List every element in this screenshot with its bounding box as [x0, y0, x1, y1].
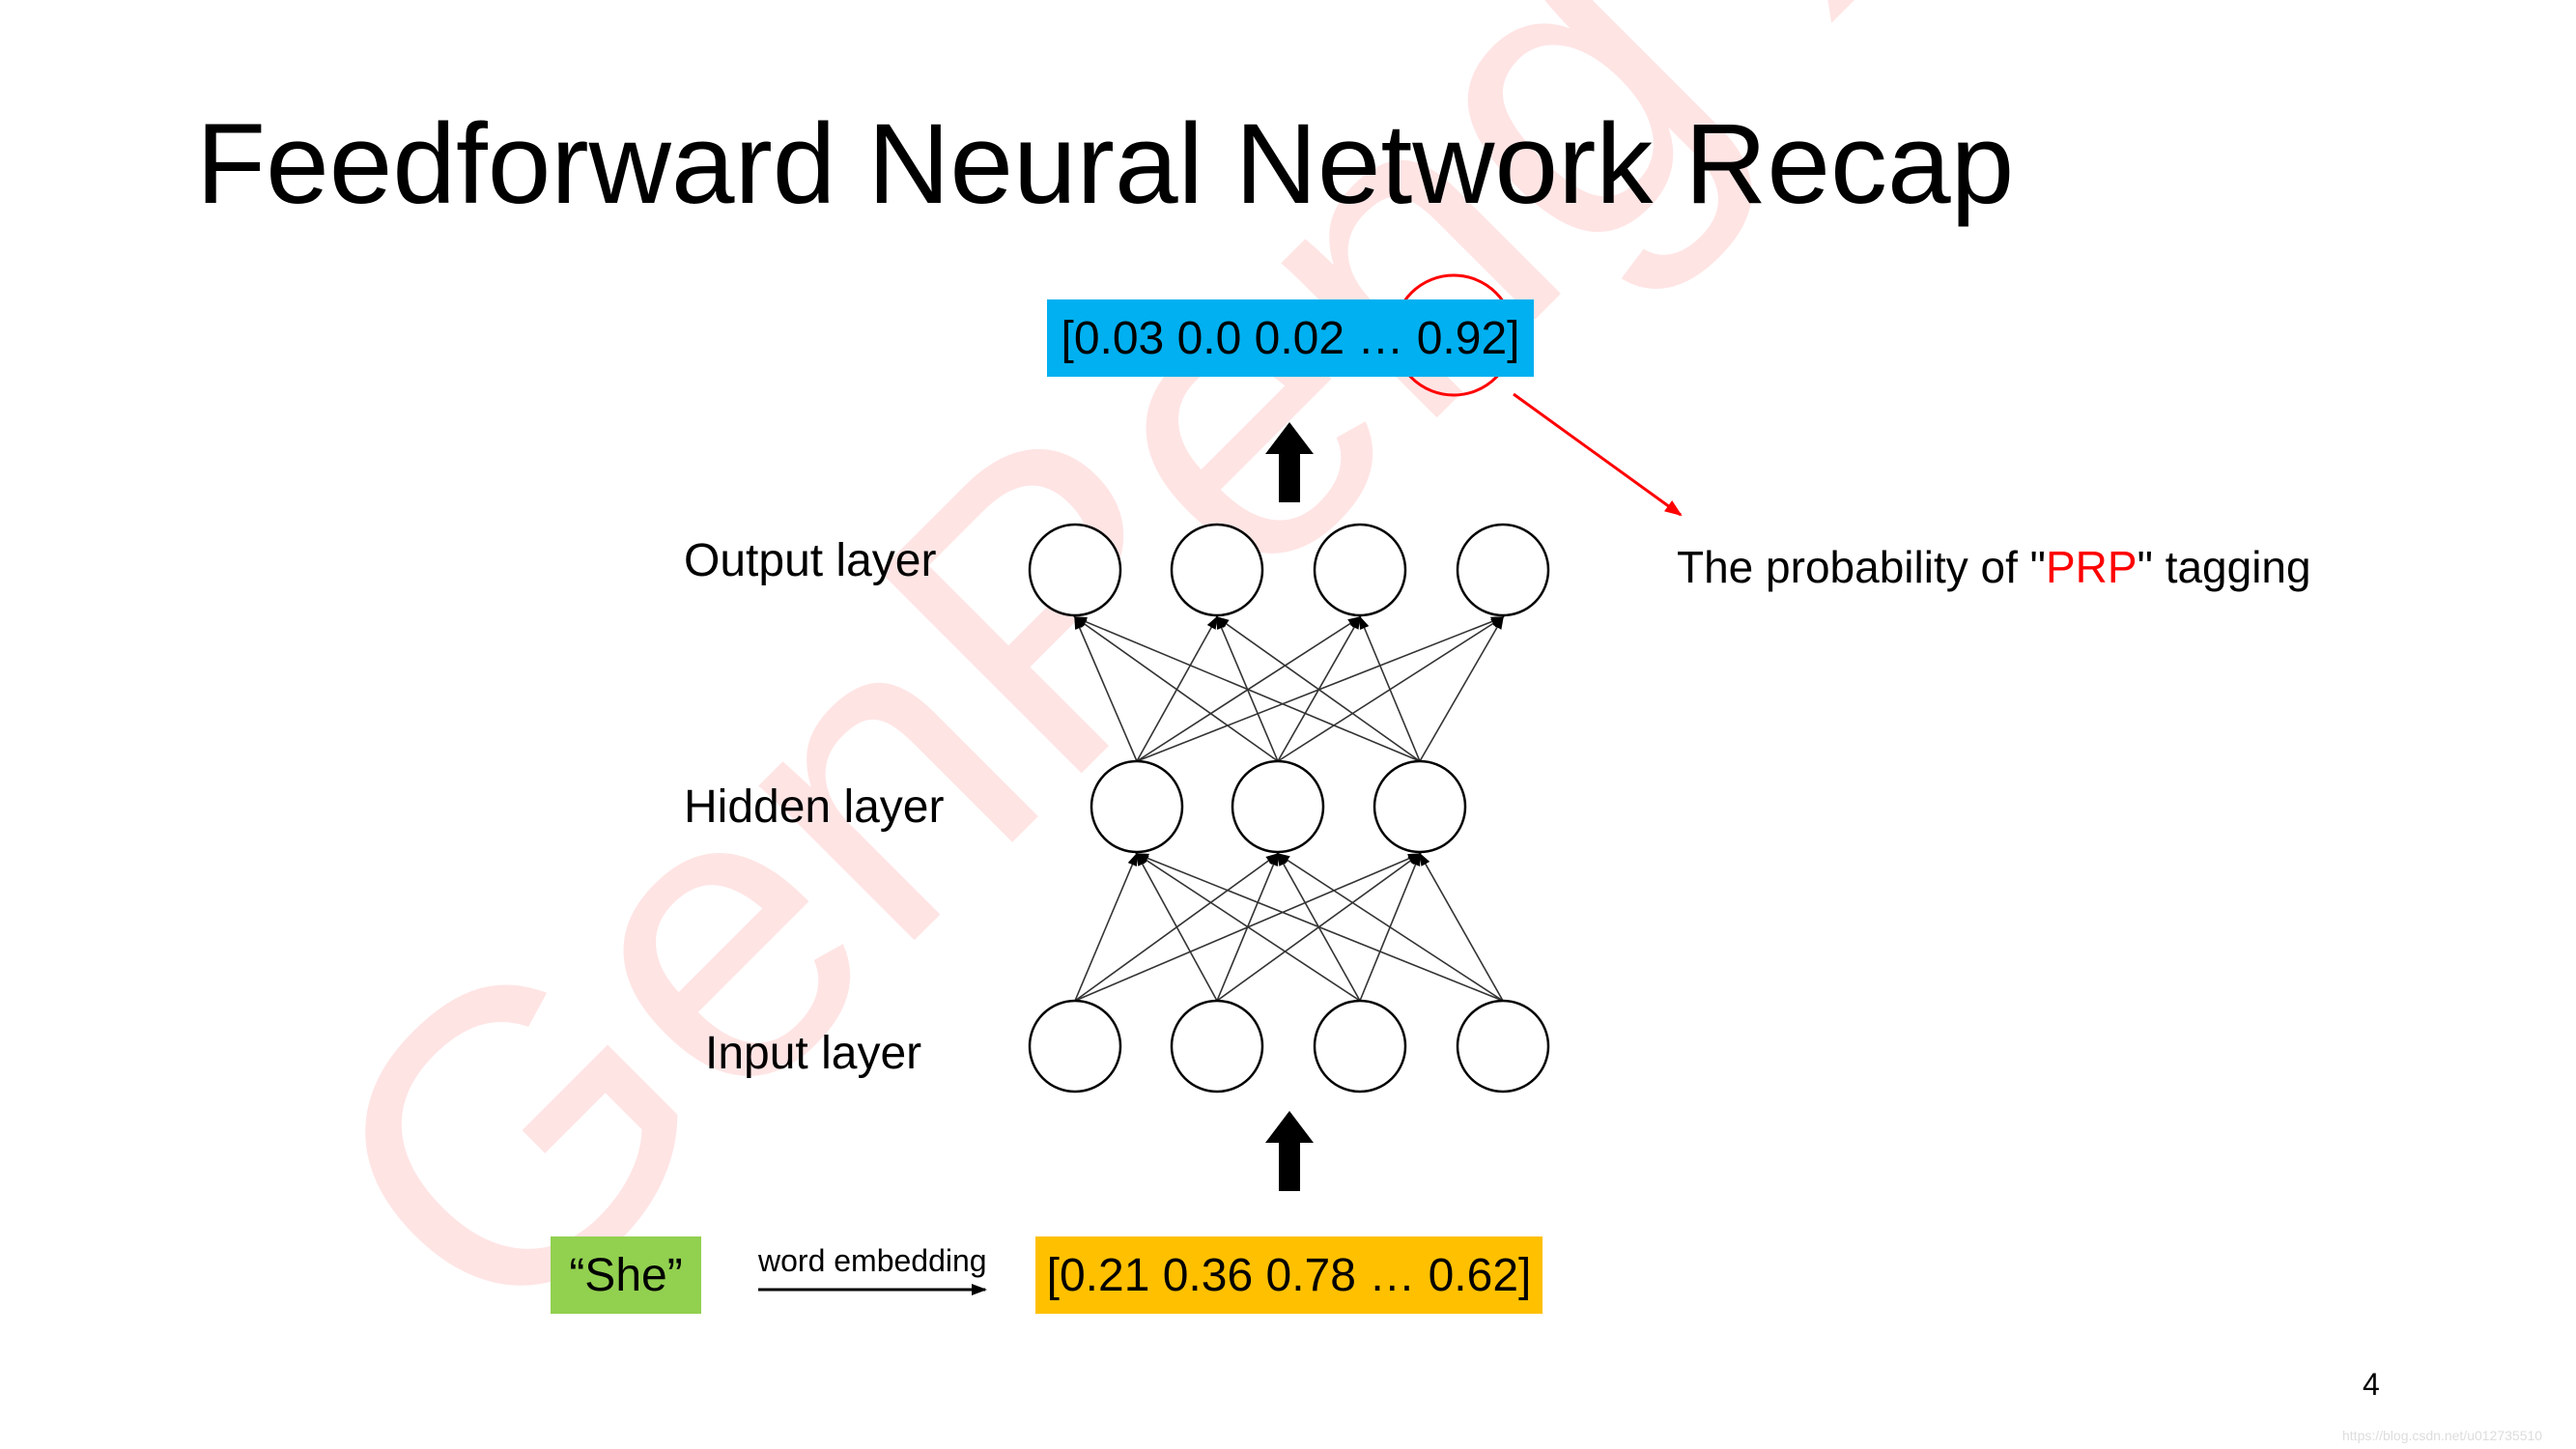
connection-edge [1074, 615, 1138, 762]
word-box: “She” [551, 1236, 701, 1314]
annotation-highlight: PRP [2045, 542, 2137, 592]
input-node [1028, 999, 1122, 1094]
connection-edge [1136, 616, 1505, 762]
output-node [1456, 523, 1550, 617]
input-node [1170, 999, 1264, 1094]
embedding-label: word embedding [758, 1243, 987, 1278]
footer-url: https://blog.csdn.net/u012735510 [2342, 1428, 2543, 1443]
connections [1073, 615, 1505, 1002]
connection-edge [1135, 853, 1504, 1002]
connection-edge [1136, 852, 1218, 1002]
output-layer-label: Output layer [684, 535, 937, 586]
probability-annotation: The probability of "PRP" tagging [1677, 541, 2311, 593]
annotation-suffix: " tagging [2137, 542, 2311, 592]
connection-edge [1359, 615, 1421, 762]
up-arrow-icon [1265, 422, 1314, 502]
slide-title: Feedforward Neural Network Recap [196, 100, 2015, 228]
connection-edge [1074, 852, 1138, 1002]
input-vector-text: [0.21 0.36 0.78 … 0.62] [1046, 1249, 1532, 1301]
output-node [1170, 523, 1264, 617]
connection-edge [1073, 615, 1279, 762]
connection-edge [1215, 615, 1421, 762]
connection-edge [1135, 852, 1361, 1002]
hidden-node [1231, 759, 1325, 854]
connection-edge [1419, 615, 1504, 762]
output-node [1028, 523, 1122, 617]
hidden-node [1090, 759, 1184, 854]
hidden-node [1373, 759, 1467, 854]
page-number: 4 [2363, 1367, 2380, 1402]
word-text: “She” [569, 1249, 683, 1301]
input-node [1456, 999, 1550, 1094]
connection-edge [1276, 852, 1504, 1002]
connection-edge [1419, 852, 1504, 1002]
nodes [1028, 523, 1550, 1094]
output-node [1313, 523, 1407, 617]
input-vector: [0.21 0.36 0.78 … 0.62] [1035, 1236, 1543, 1314]
output-vector-text: [0.03 0.0 0.02 … 0.92] [1061, 312, 1520, 364]
input-layer-label: Input layer [705, 1028, 922, 1079]
annotation-prefix: The probability of " [1677, 542, 2046, 592]
hidden-layer-label: Hidden layer [684, 781, 945, 833]
pointer-arrow [1513, 392, 1683, 517]
connection-edge [1073, 616, 1421, 762]
output-vector: [0.03 0.0 0.02 … 0.92] [1047, 299, 1534, 377]
input-node [1313, 999, 1407, 1094]
up-arrow-icon [1265, 1111, 1314, 1191]
